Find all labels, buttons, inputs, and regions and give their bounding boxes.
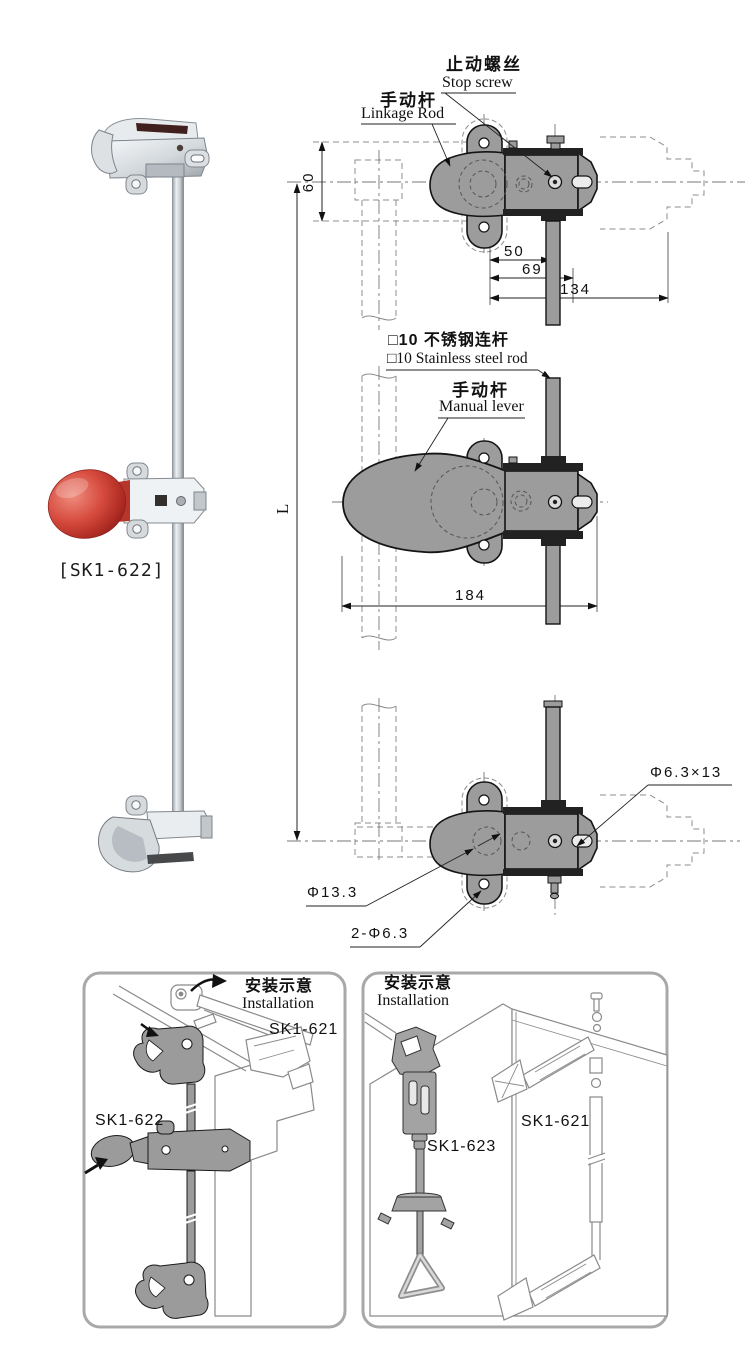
left-panel-title-zh: 安装示意 [245,978,314,995]
dim-plate-holes: 2-Φ6.3 [351,925,410,942]
product-model-label: [SK1-622] [58,560,165,581]
product-photo [47,118,213,873]
drawing-middle-view [342,377,598,625]
label-linkage-rod-en: Linkage Rod [361,105,445,122]
photo-top-latch [91,118,210,195]
label-stop-screw-en: Stop screw [442,74,513,91]
dim-50: 50 [504,243,525,260]
red-knob [47,469,127,539]
drawing-top-view [429,124,598,326]
installation-left-art [112,984,315,1317]
dim-69: 69 [522,261,543,278]
right-panel-title-zh: 安装示意 [384,975,453,992]
left-panel-part-sk1-622: SK1-622 [95,1112,165,1129]
label-steel-rod-en: □10 Stainless steel rod [387,350,528,367]
dim-slot: Φ6.3×13 [650,764,723,781]
label-manual-lever-en: Manual lever [439,398,524,415]
installation-panels [82,971,669,1329]
right-panel-part-sk1-621: SK1-621 [521,1113,591,1130]
photo-lever-assembly [47,462,207,539]
label-manual-lever-zh: 手动杆 [452,381,509,400]
installation-left-arrows [84,974,227,1175]
dim-hole: Φ13.3 [307,884,359,901]
right-panel-title-en: Installation [377,992,449,1009]
installation-right-part [377,1026,455,1299]
dim-60: 60 [300,171,318,193]
left-panel-title-en: Installation [242,995,314,1012]
photo-bottom-latch [98,795,213,873]
label-stop-screw-zh: 止动螺丝 [446,55,522,74]
technical-drawing [287,92,745,948]
dim-length-L: L [273,503,293,515]
drawing-bottom-view [429,700,598,905]
label-steel-rod-zh: □10 不锈钢连杆 [388,332,509,349]
dim-184: 184 [455,587,487,604]
dim-134: 134 [560,281,592,298]
installation-left-part [90,1025,251,1319]
label-linkage-rod-zh: 手动杆 [380,91,437,110]
right-panel-part-sk1-623: SK1-623 [427,1138,497,1155]
leader-lines [306,92,732,948]
left-panel-part-sk1-621: SK1-621 [269,1021,339,1038]
